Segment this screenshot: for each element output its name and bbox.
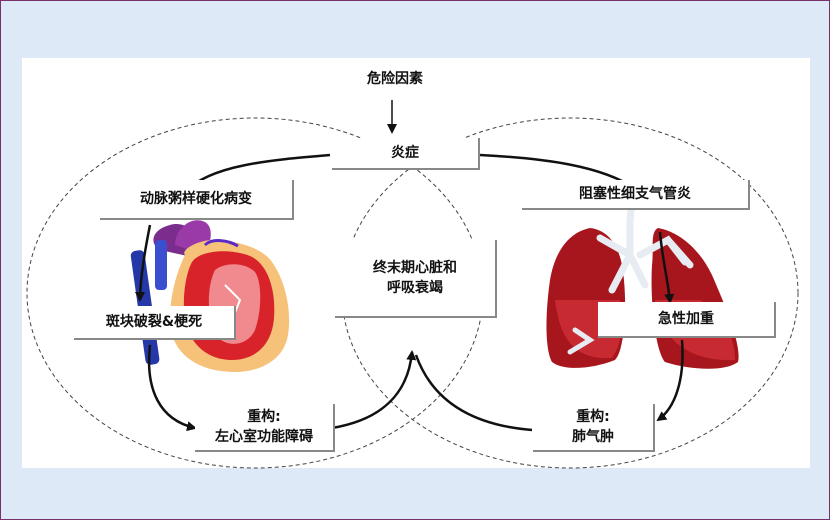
remodel-heart-line1: 重构: [247,409,281,425]
arrow-remodel-lung-to-end-stage [414,354,533,432]
box-remodel-heart: 重构: 左心室功能障碍 [195,404,335,452]
remodel-heart-line2: 左心室功能障碍 [215,429,313,445]
box-copd: 阻塞性细支气管炎 [522,180,750,210]
arrow-copd-to-exacerbation [658,231,675,304]
arrow-atherosclerosis-to-plaque [135,224,152,302]
label-risk-factors: 危险因素 [355,70,435,88]
remodel-lung-line2: 肺气肿 [572,429,614,445]
arrow-remodel-heart-to-end-stage [331,350,417,430]
box-plaque: 斑块破裂&梗死 [74,306,236,340]
lung-ellipse [341,117,799,469]
arrow-plaque-to-remodel-heart [147,344,197,432]
lungs-illustration [546,196,739,369]
end-stage-line1: 终末期心脏和 [373,260,457,276]
arrow-exacerbation-to-remodel-lung [656,339,684,422]
box-end-stage: 终末期心脏和 呼吸衰竭 [335,240,497,318]
box-atherosclerosis: 动脉粥样硬化病变 [100,180,294,220]
heart-illustration [130,220,290,372]
box-exacerbation: 急性加重 [598,302,776,338]
box-remodel-lung: 重构: 肺气肿 [533,404,655,452]
box-inflammation: 炎症 [332,138,480,170]
remodel-lung-line1: 重构: [576,409,610,425]
end-stage-line2: 呼吸衰竭 [387,280,443,296]
